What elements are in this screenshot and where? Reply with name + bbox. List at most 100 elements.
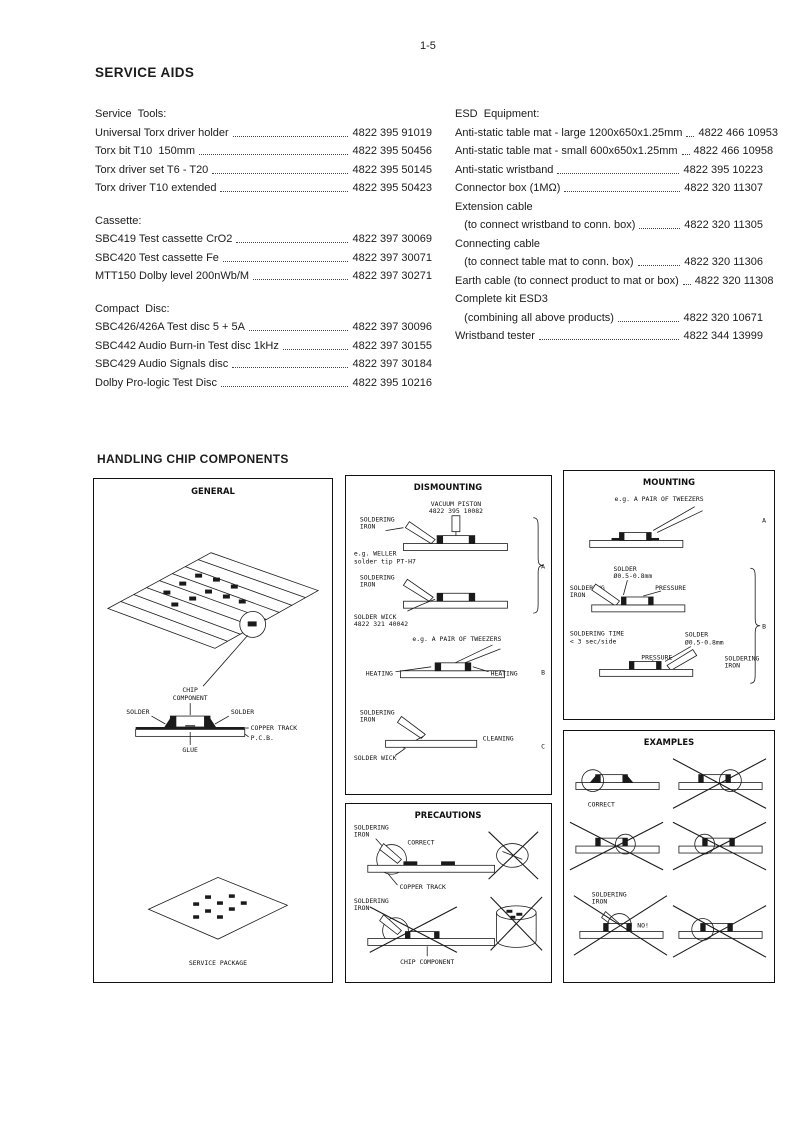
chip-component-label: CHIP COMPONENT [400, 958, 454, 966]
parts-row: SBC419 Test cassette CrO2 4822 397 30069 [95, 230, 432, 249]
part-label: Torx driver T10 extended [95, 182, 217, 194]
solder-label: SOLDER [614, 565, 637, 573]
mounting-panel: MOUNTING e.g. A PAIR OF TWEEZERS A SOLDE… [563, 470, 775, 720]
parts-row: Earth cable (to connect product to mat o… [455, 272, 774, 291]
part-code: 4822 320 10671 [683, 311, 763, 324]
vacuum-piston-step-drawing: VACUUM PISTON 4822 395 10082 SOLDERING I… [354, 500, 508, 565]
part-code: 4822 397 30069 [352, 233, 432, 245]
dot-leader [617, 309, 680, 322]
part-label: (to connect wristband to conn. box) [455, 219, 636, 231]
cleaning-label: CLEANING [483, 734, 514, 742]
solder-wick-label: SOLDER WICK [354, 754, 397, 762]
step-a-label: A [541, 562, 545, 570]
soldering-iron-label: IRON [360, 580, 376, 588]
part-label: Anti-static wristband [455, 163, 554, 176]
parts-row: Anti-static table mat - small 600x650x1.… [455, 142, 773, 161]
group-heading: ESD Equipment: [455, 108, 540, 120]
parts-row: Complete kit ESD3 [455, 290, 763, 309]
soldering-iron-drawing [379, 842, 403, 864]
glue-label: GLUE [182, 746, 198, 754]
part-code: 4822 320 11306 [684, 256, 763, 268]
part-label: SBC429 Audio Signals disc [95, 358, 229, 370]
first-solder-side-drawing: SOLDER Ø0.5-0.8mm PRESSURE SOLDERING IRO… [570, 565, 686, 613]
part-label: (combining all above products) [455, 311, 614, 324]
example-correct-joint-drawing: CORRECT [575, 769, 660, 808]
soldering-iron-drawing [404, 521, 436, 545]
dot-leader [253, 267, 349, 280]
soldering-iron-label: IRON [360, 523, 376, 531]
chip-cross-section-drawing: CHIP COMPONENT SOLDER SOLDER COPPER TRAC… [126, 686, 297, 754]
copper-track-label: COPPER TRACK [251, 724, 298, 732]
dot-leader [221, 374, 349, 387]
part-label: Earth cable (to connect product to mat o… [455, 274, 679, 287]
group-heading: Service Tools: [95, 108, 167, 120]
examples-diagram: EXAMPLES CORRECT [569, 737, 767, 958]
general-panel: GENERAL [93, 478, 333, 983]
part-label: Wristband tester [455, 330, 535, 342]
general-diagram: GENERAL [106, 486, 320, 967]
solder-wick-label: SOLDER WICK [354, 613, 397, 621]
part-label: Connector box (1MΩ) [455, 182, 561, 194]
dot-leader [220, 179, 349, 192]
correct-technique-drawing: SOLDERING IRON CORRECT COPPER TRACK [354, 824, 495, 891]
step-a-label: A [762, 517, 766, 525]
part-label: Torx bit T10 150mm [95, 145, 196, 157]
pcb-label: P.C.B. [251, 734, 274, 742]
vacuum-piston-label: VACUUM PISTON [431, 500, 481, 508]
part-code: 4822 466 10953 [698, 126, 778, 139]
part-label: SBC419 Test cassette CrO2 [95, 233, 233, 245]
soldering-iron-label: SOLDERING [570, 584, 605, 592]
parts-row: Wristband tester 4822 344 13999 [455, 327, 763, 346]
part-code: 4822 344 13999 [683, 330, 763, 342]
part-code: 4822 395 50423 [352, 182, 432, 194]
dot-leader [232, 355, 349, 368]
tweezers-label: e.g. A PAIR OF TWEEZERS [615, 495, 704, 503]
part-code: 4822 395 50145 [352, 163, 432, 176]
part-code: 4822 395 91019 [352, 126, 432, 139]
parts-row: Connecting cable [455, 235, 763, 254]
dot-leader [564, 179, 681, 192]
panel-title: EXAMPLES [644, 737, 694, 747]
example-wrong-joint-drawing [672, 905, 767, 958]
panel-title: GENERAL [191, 486, 235, 496]
soldering-iron-drawing [402, 578, 434, 602]
panel-title: DISMOUNTING [414, 482, 483, 492]
part-label: MTT150 Dolby level 200nWb/M [95, 270, 250, 282]
solder-pot-crossed-drawing [490, 896, 543, 951]
step-b-bracket [750, 567, 761, 684]
soldering-iron-label: IRON [592, 898, 608, 906]
precautions-panel: PRECAUTIONS SOLDERING IRON CORRECT COPPE… [345, 803, 552, 983]
pressure-label: PRESSURE [655, 584, 686, 592]
part-label: Anti-static table mat - small 600x650x1.… [455, 145, 678, 157]
part-label: Connecting cable [455, 237, 541, 250]
soldering-iron-drawing [379, 914, 403, 936]
dot-leader [222, 249, 349, 262]
solder-size-label: Ø0.5-0.8mm [685, 639, 724, 647]
heating-left-label: HEATING [366, 670, 393, 678]
part-label: Anti-static table mat - large 1200x650x1… [455, 126, 683, 139]
no-label: NO! [637, 921, 649, 929]
solder-wick-drawing [407, 598, 436, 612]
group-heading: Compact Disc: [95, 302, 170, 315]
vacuum-piston-code: 4822 395 10082 [429, 507, 483, 515]
dot-leader [682, 272, 691, 285]
second-solder-side-drawing: SOLDERING TIME < 3 sec/side SOLDER Ø0.5-… [570, 630, 759, 677]
cleaning-step-drawing: SOLDERING IRON CLEANING SOLDER WICK [354, 708, 514, 762]
dot-leader [236, 230, 349, 243]
parts-row: (combining all above products) 4822 320 1… [455, 309, 763, 328]
part-label: Extension cable [455, 200, 533, 213]
dot-leader [557, 161, 680, 174]
part-label: Complete kit ESD3 [455, 293, 548, 305]
parts-row: Torx driver T10 extended 4822 395 50423 [95, 179, 432, 198]
dot-leader [637, 253, 681, 266]
pcb-perspective-drawing [106, 552, 320, 687]
solder-right-label: SOLDER [231, 708, 254, 716]
panel-title: MOUNTING [643, 477, 695, 487]
